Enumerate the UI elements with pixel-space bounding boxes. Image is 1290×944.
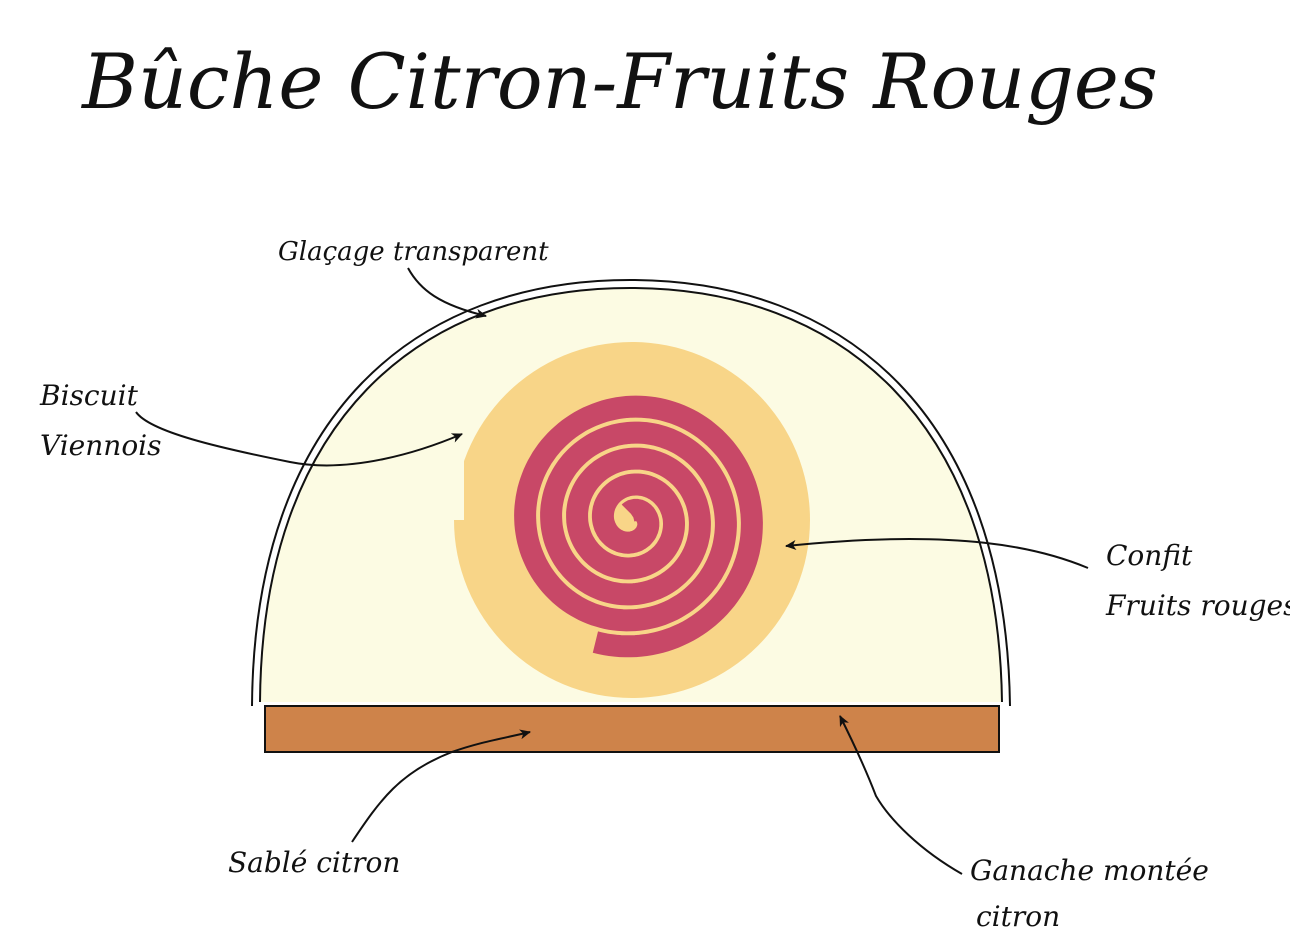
label-glacage: Glaçage transparent: [278, 237, 549, 267]
arrow-ganache: [839, 715, 963, 875]
label-sable: Sablé citron: [228, 846, 400, 879]
arrow-glacage: [407, 267, 487, 319]
label-ganache-line2: citron: [976, 900, 1060, 933]
label-confit-line1: Confit: [1106, 539, 1193, 572]
confit-spiral: [514, 395, 763, 658]
arrow-sable: [351, 729, 531, 843]
label-ganache-line1: Ganache montée: [970, 854, 1209, 887]
biscuit-roll-notch: [434, 440, 464, 520]
arrow-confit: [785, 537, 1089, 569]
sable-base: [264, 705, 1000, 753]
spiral-roll: [434, 342, 810, 698]
label-biscuit-line2: Viennois: [40, 429, 162, 462]
arrow-biscuit: [135, 411, 463, 467]
glaze-inner-line: [259, 286, 1003, 703]
glaze-outer-line: [251, 278, 1011, 707]
label-biscuit-line1: Biscuit: [39, 379, 139, 412]
label-confit-line2: Fruits rouges: [1105, 589, 1290, 622]
page-title: Bûche Citron-Fruits Rouges: [80, 37, 1158, 126]
